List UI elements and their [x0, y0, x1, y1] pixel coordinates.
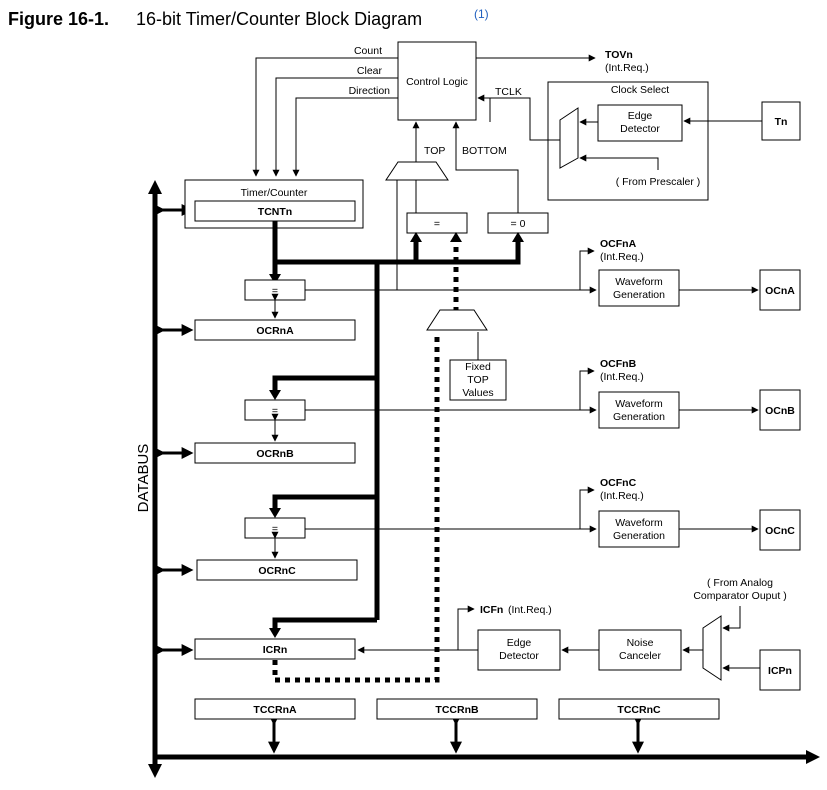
wave-c-label-2: Generation [613, 530, 665, 542]
fixed-label-3: Values [462, 387, 493, 399]
icrn-register: ICRn [263, 644, 288, 656]
ocfna-req: (Int.Req.) [600, 251, 644, 263]
clock-select: Clock Select Edge Detector ( From Presca… [477, 81, 801, 201]
ocnc-pin: OCnC [765, 525, 795, 537]
ocrna-register: OCRnA [256, 325, 294, 337]
cmp-a-label: = [272, 285, 278, 297]
timer-counter-title: Timer/Counter [241, 187, 308, 199]
icpn-pin: ICPn [768, 665, 792, 677]
wave-a-label-1: Waveform [615, 276, 663, 288]
tovn-label: TOVn [605, 49, 633, 61]
noise-label-1: Noise [627, 637, 654, 649]
fixed-label-1: Fixed [465, 361, 491, 373]
wave-b-label-1: Waveform [615, 398, 663, 410]
tccrnc-register: TCCRnC [617, 704, 661, 716]
count-label: Count [354, 45, 382, 57]
databus-label: DATABUS [135, 444, 152, 513]
wave-c-label-1: Waveform [615, 517, 663, 529]
control-registers: TCCRnA TCCRnB TCCRnC [194, 698, 720, 720]
top-comparators: = = 0 [406, 212, 549, 234]
ocrnc-register: OCRnC [258, 565, 296, 577]
ocrnb-register: OCRnB [256, 448, 294, 460]
analog-label-2: Comparator Ouput ) [693, 590, 786, 602]
cmp-c-label: = [272, 523, 278, 535]
top-bottom: TOP BOTTOM [385, 121, 519, 213]
tccrna-register: TCCRnA [253, 704, 297, 716]
top-label: TOP [424, 145, 445, 157]
top-eq-label: = [434, 218, 440, 230]
ocfnc-req: (Int.Req.) [600, 490, 644, 502]
channel-b: = OCRnB OCFnB (Int.Req.) Waveform Genera… [194, 358, 801, 464]
channel-c: = OCRnC OCFnC (Int.Req.) Waveform Genera… [196, 477, 801, 581]
direction-label: Direction [349, 85, 391, 97]
tclk-label: TCLK [495, 86, 522, 98]
figure-number: Figure 16-1. [8, 9, 109, 29]
wave-a-label-2: Generation [613, 289, 665, 301]
figure-title: 16-bit Timer/Counter Block Diagram [136, 9, 422, 29]
bottom-label: BOTTOM [462, 145, 507, 157]
prescaler-label: ( From Prescaler ) [616, 176, 701, 188]
ocfna-label: OCFnA [600, 238, 637, 250]
clock-select-title: Clock Select [611, 84, 669, 96]
bus-connectors [153, 204, 644, 754]
input-capture: ICRn ICFn (Int.Req.) Edge Detector Noise… [194, 577, 801, 691]
control-logic-label: Control Logic [406, 76, 468, 88]
icfn-req: (Int.Req.) [508, 604, 552, 616]
databus: DATABUS [135, 180, 820, 778]
wave-b-label-2: Generation [613, 411, 665, 423]
cs-edge-label-2: Detector [620, 123, 660, 135]
channel-a: = OCRnA OCFnA (Int.Req.) Waveform Genera… [194, 180, 801, 341]
cs-edge-label-1: Edge [628, 110, 653, 122]
ocfnb-req: (Int.Req.) [600, 371, 644, 383]
ocna-pin: OCnA [765, 285, 795, 297]
fixed-top-mux: Fixed TOP Values [426, 309, 507, 401]
tovn-req-label: (Int.Req.) [605, 62, 649, 74]
ocfnc-label: OCFnC [600, 477, 637, 489]
tccrnb-register: TCCRnB [435, 704, 479, 716]
control-signals: Count Clear Direction TOVn (Int.Req.) [252, 45, 649, 177]
ocfnb-label: OCFnB [600, 358, 637, 370]
timer-counter: Timer/Counter TCNTn [184, 179, 364, 229]
tcntn-register: TCNTn [258, 206, 292, 218]
ocnb-pin: OCnB [765, 405, 795, 417]
analog-label-1: ( From Analog [707, 577, 773, 589]
ic-edge-label-2: Detector [499, 650, 539, 662]
fixed-label-2: TOP [467, 374, 488, 386]
cmp-b-label: = [272, 405, 278, 417]
tn-pin: Tn [775, 116, 788, 128]
icr-top-path [272, 232, 462, 683]
noise-label-2: Canceler [619, 650, 662, 662]
control-logic: Control Logic [397, 41, 477, 121]
bottom-eq0-label: = 0 [511, 218, 526, 230]
figure-footnote: (1) [474, 7, 489, 21]
icfn-label: ICFn [480, 604, 503, 616]
clear-label: Clear [357, 65, 383, 77]
ic-edge-label-1: Edge [507, 637, 532, 649]
